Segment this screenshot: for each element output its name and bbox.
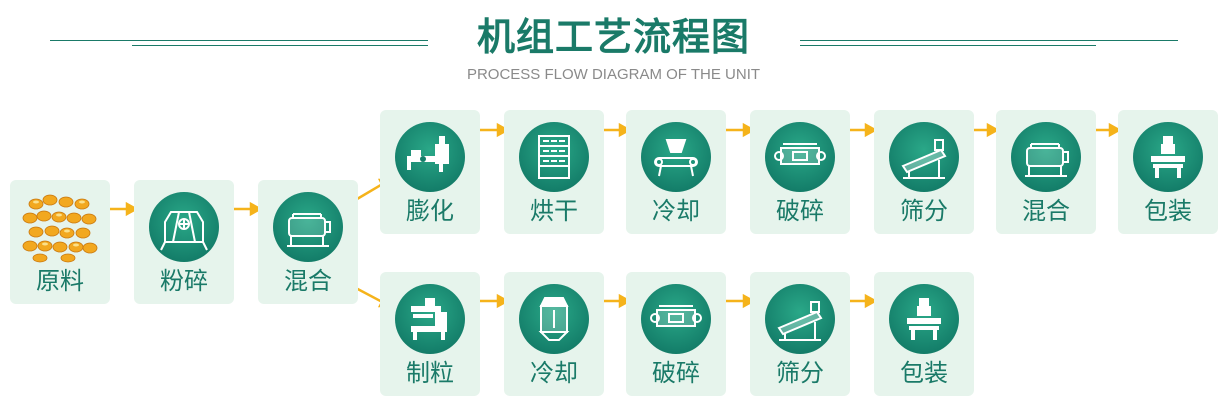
screener-icon (765, 284, 835, 354)
screener-icon (889, 122, 959, 192)
dryer-icon (519, 122, 589, 192)
diagram-subtitle: PROCESS FLOW DIAGRAM OF THE UNIT (466, 66, 761, 83)
crusher-icon (149, 192, 219, 262)
step-cooling-top: 冷却 (626, 110, 726, 234)
step-crushing: 粉碎 (134, 180, 234, 304)
step-raw-material: 原料 (10, 180, 110, 304)
step-cooling-bottom: 冷却 (504, 272, 604, 396)
title-rule-left-top (50, 40, 428, 41)
step-label: 冷却 (652, 197, 700, 225)
step-label: 烘干 (530, 197, 578, 225)
step-label: 筛分 (900, 197, 948, 225)
packing-machine-icon (889, 284, 959, 354)
pellet-mill-icon (395, 284, 465, 354)
step-screening-bottom: 筛分 (750, 272, 850, 396)
corn-kernels-image (22, 194, 98, 263)
step-drying: 烘干 (504, 110, 604, 234)
step-pelleting: 制粒 (380, 272, 480, 396)
step-label: 破碎 (776, 197, 824, 225)
step-label: 冷却 (530, 359, 578, 387)
step-label: 混合 (1022, 197, 1070, 225)
cooler-conveyor-icon (641, 122, 711, 192)
step-label: 包装 (1144, 197, 1192, 225)
extruder-icon (395, 122, 465, 192)
title-rule-right-bottom (800, 45, 1096, 46)
step-label: 筛分 (776, 359, 824, 387)
packing-machine-icon (1133, 122, 1203, 192)
title-rule-left-bottom (132, 45, 428, 46)
step-mixing: 混合 (258, 180, 358, 304)
step-label: 原料 (36, 267, 84, 295)
title-rule-right-top (800, 40, 1178, 41)
breaker-icon (765, 122, 835, 192)
step-mixing-top: 混合 (996, 110, 1096, 234)
mixer-icon (273, 192, 343, 262)
step-label: 包装 (900, 359, 948, 387)
step-breaking-top: 破碎 (750, 110, 850, 234)
step-label: 混合 (284, 267, 332, 295)
step-packing-top: 包装 (1118, 110, 1218, 234)
step-label: 破碎 (652, 359, 700, 387)
step-label: 膨化 (406, 197, 454, 225)
step-puffing: 膨化 (380, 110, 480, 234)
mixer-icon (1011, 122, 1081, 192)
step-screening-top: 筛分 (874, 110, 974, 234)
breaker-icon (641, 284, 711, 354)
counterflow-cooler-icon (519, 284, 589, 354)
step-packing-bottom: 包装 (874, 272, 974, 396)
diagram-title: 机组工艺流程图 (476, 15, 750, 59)
step-label: 制粒 (406, 359, 454, 387)
step-breaking-bottom: 破碎 (626, 272, 726, 396)
step-label: 粉碎 (160, 267, 208, 295)
